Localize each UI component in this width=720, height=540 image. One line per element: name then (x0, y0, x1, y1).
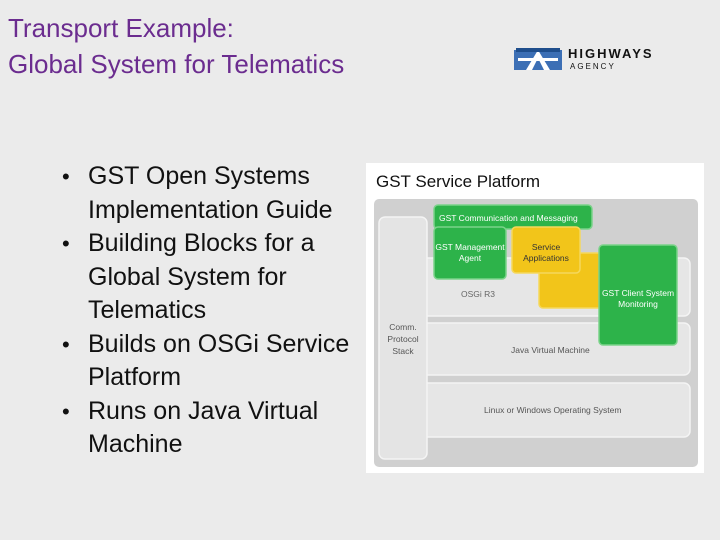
logo-name: HIGHWAYS (568, 46, 654, 61)
osgi-label: OSGi R3 (461, 289, 495, 299)
slide-title-line-1: Transport Example: (8, 13, 234, 43)
jvm-label: Java Virtual Machine (511, 345, 590, 355)
service-applications-label-1: Service (532, 242, 561, 252)
bullet-item: • GST Open Systems Implementation Guide (60, 160, 360, 227)
bullet-text: Runs on Java Virtual Machine (88, 396, 319, 459)
bullet-icon: • (62, 231, 70, 256)
bullet-icon: • (62, 398, 70, 424)
communication-messaging-label: GST Communication and Messaging (439, 213, 578, 223)
highways-agency-logo-icon (514, 48, 562, 70)
diagram-title: GST Service Platform (376, 172, 540, 191)
gst-platform-diagram: GST Service Platform OSGi R3 Java Virtua… (366, 163, 704, 473)
bullet-list: • GST Open Systems Implementation Guide •… (60, 160, 360, 462)
os-label: Linux or Windows Operating System (484, 405, 621, 415)
service-applications-box (511, 226, 581, 274)
bullet-item: • Builds on OSGi Service Platform (60, 328, 360, 395)
client-monitoring-label-1: GST Client System (602, 288, 674, 298)
bullet-text: Builds on OSGi Service Platform (88, 329, 350, 392)
highways-agency-logo: HIGHWAYS AGENCY (514, 44, 674, 74)
client-monitoring-box (598, 244, 678, 346)
logo-subtitle: AGENCY (570, 62, 616, 71)
slide-title-line-2: Global System for Telematics (8, 49, 345, 79)
comm-protocol-label-1: Comm. (389, 322, 416, 332)
bullet-text: Building Blocks for a Global System for … (88, 229, 315, 324)
management-agent-box (433, 226, 507, 280)
bullet-icon: • (62, 331, 70, 357)
bullet-item: • Building Blocks for a Global System for… (60, 227, 360, 328)
slide-title: Transport Example: Global System for Tel… (8, 10, 344, 82)
bullet-icon: • (62, 164, 70, 189)
comm-protocol-label-3: Stack (392, 346, 414, 356)
bullet-text: GST Open Systems Implementation Guide (88, 162, 333, 224)
management-agent-label-1: GST Management (435, 242, 505, 252)
comm-protocol-stack-box (378, 216, 428, 460)
bullet-item: • Runs on Java Virtual Machine (60, 395, 360, 462)
comm-protocol-label-2: Protocol (387, 334, 418, 344)
service-applications-label-2: Applications (523, 253, 569, 263)
client-monitoring-label-2: Monitoring (618, 299, 658, 309)
management-agent-label-2: Agent (459, 253, 482, 263)
